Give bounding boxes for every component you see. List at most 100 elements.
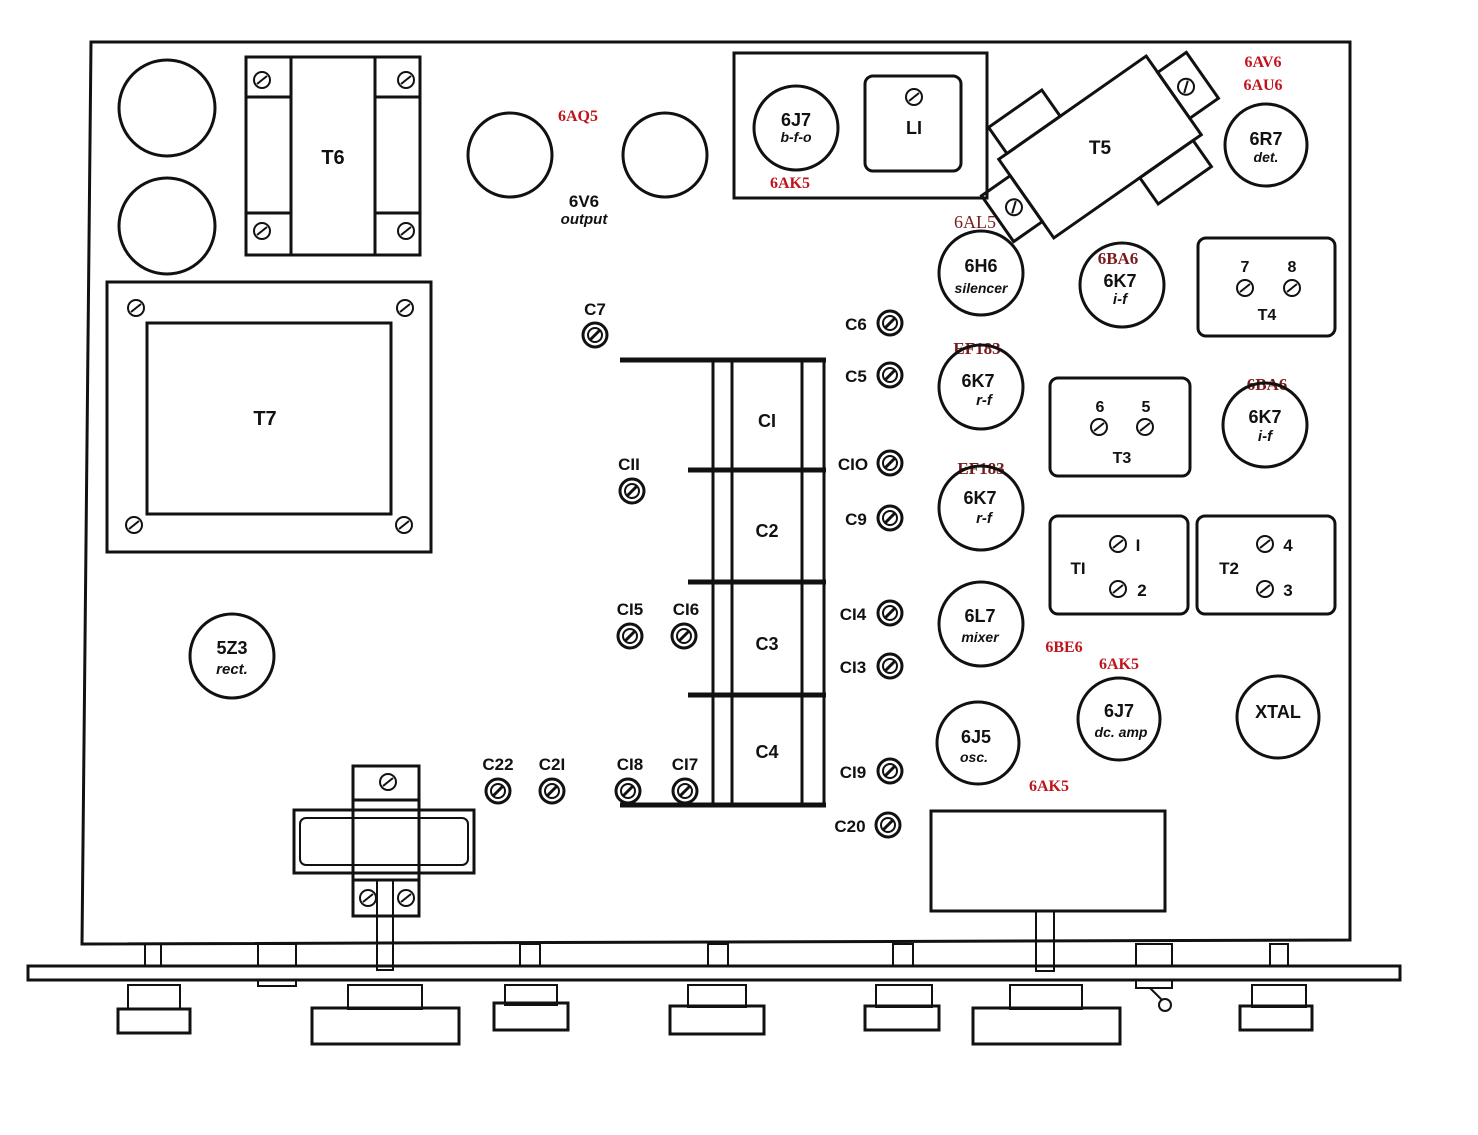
svg-text:r-f: r-f [976, 510, 994, 527]
svg-text:C22: C22 [482, 755, 513, 774]
trimmer-icon [538, 777, 566, 805]
replacement-label-6av6: 6AV6 [1244, 54, 1281, 71]
replacement-label-6au6: 6AU6 [1243, 77, 1282, 94]
svg-text:I: I [1136, 536, 1141, 555]
trimmer-c14[interactable]: CI4 [840, 599, 904, 627]
svg-text:C9: C9 [845, 510, 867, 529]
slug-icon [1109, 580, 1127, 598]
transformer-t3[interactable]: 6 5 T3 [1048, 376, 1192, 478]
tube-socket-6j7-dc-amp[interactable]: 6J7 dc. amp [1076, 676, 1162, 762]
tube-socket-6l7[interactable]: 6L7 mixer [937, 580, 1025, 668]
tube-socket-6k7-if-1[interactable]: 6K7 i-f [1078, 241, 1166, 329]
gang-capacitor[interactable]: CI C2 C3 C4 [620, 357, 826, 808]
svg-text:T4: T4 [1258, 307, 1277, 324]
svg-text:i-f: i-f [1113, 291, 1129, 308]
trimmer-c16[interactable]: CI6 [670, 600, 699, 650]
svg-text:XTAL: XTAL [1255, 702, 1301, 722]
tube-socket-6k7-rf-2[interactable]: 6K7 r-f [937, 464, 1025, 552]
svg-text:4: 4 [1283, 536, 1293, 555]
svg-text:CI4: CI4 [840, 605, 867, 624]
slug-icon [1109, 535, 1127, 553]
trimmer-icon [581, 321, 609, 349]
tube-socket-6v6-left[interactable] [466, 111, 554, 199]
transformer-t6[interactable]: T6 [244, 55, 422, 257]
tube-function-output: output [561, 211, 609, 228]
trimmer-c6[interactable]: C6 [845, 309, 904, 337]
svg-text:6H6: 6H6 [964, 256, 997, 276]
tube-socket-6j5[interactable]: 6J5 osc. [935, 700, 1021, 786]
transformer-t5[interactable]: T5 [952, 10, 1249, 284]
svg-text:CI9: CI9 [840, 763, 866, 782]
trimmer-c13[interactable]: CI3 [840, 652, 904, 680]
transformer-t4[interactable]: 7 8 T4 [1196, 236, 1337, 338]
screw-icon [359, 889, 377, 907]
screw-icon [379, 773, 397, 791]
screw-icon [905, 88, 923, 106]
knob-6[interactable] [971, 984, 1122, 1046]
tube-type-6v6: 6V6 [569, 192, 599, 211]
trimmer-c9[interactable]: C9 [845, 504, 904, 532]
knob-3[interactable] [492, 984, 570, 1032]
screw-icon [397, 889, 415, 907]
trimmer-icon [618, 477, 646, 505]
trimmer-c5[interactable]: C5 [845, 361, 904, 389]
trimmer-c20[interactable]: C20 [834, 811, 902, 839]
svg-text:i-f: i-f [1258, 428, 1274, 445]
transformer-t1[interactable]: TI I 2 [1048, 514, 1190, 616]
meter-housing[interactable] [929, 809, 1167, 972]
svg-text:CII: CII [618, 455, 640, 474]
svg-text:7: 7 [1241, 259, 1250, 276]
replacement-label-6al5: 6AL5 [954, 212, 996, 232]
svg-text:rect.: rect. [216, 661, 248, 678]
trimmer-icon [876, 309, 904, 337]
svg-text:CI5: CI5 [617, 600, 643, 619]
svg-text:6K7: 6K7 [963, 488, 996, 508]
coil-l1[interactable]: LI [863, 74, 963, 173]
trimmer-c22[interactable]: C22 [482, 755, 514, 805]
tube-socket-6k7-if-2[interactable]: 6K7 i-f [1221, 381, 1309, 469]
crystal-socket-xtal[interactable]: XTAL [1235, 674, 1321, 760]
svg-text:CI3: CI3 [840, 658, 866, 677]
trimmer-c21[interactable]: C2I [538, 755, 566, 805]
replacement-label-ef183-2: EF183 [957, 459, 1004, 478]
trimmer-c7[interactable]: C7 [581, 300, 609, 349]
tube-socket-6h6[interactable]: 6H6 silencer [937, 229, 1025, 317]
svg-text:r-f: r-f [976, 392, 994, 409]
svg-text:6J7: 6J7 [1104, 701, 1134, 721]
trimmer-c19[interactable]: CI9 [840, 757, 904, 785]
svg-text:6K7: 6K7 [1103, 271, 1136, 291]
trimmer-c18[interactable]: CI8 [614, 755, 643, 805]
trimmer-c15[interactable]: CI5 [616, 600, 644, 650]
knob-7[interactable] [1238, 984, 1314, 1032]
knob-5[interactable] [863, 984, 941, 1032]
trimmer-icon [670, 622, 698, 650]
tube-socket-6j7-bfo[interactable]: 6J7 b-f-o [752, 84, 840, 172]
trimmer-c10[interactable]: CIO [838, 449, 904, 477]
svg-text:3: 3 [1283, 581, 1292, 600]
trimmer-c11[interactable]: CII [618, 455, 646, 505]
toggle-switch[interactable] [1135, 979, 1173, 1012]
potentiometer-bracket-left[interactable] [292, 764, 476, 971]
trimmer-icon [876, 361, 904, 389]
tube-socket-6r7[interactable]: 6R7 det. [1223, 102, 1309, 188]
slug-icon [1283, 279, 1301, 297]
gang-section-c4: C4 [755, 742, 778, 762]
tube-socket-6k7-rf-1[interactable]: 6K7 r-f [937, 343, 1025, 431]
knob-1[interactable] [116, 984, 192, 1035]
svg-text:T5: T5 [1089, 138, 1112, 159]
tube-socket-6v6-right[interactable] [621, 111, 709, 199]
knob-2[interactable] [310, 984, 461, 1046]
svg-text:mixer: mixer [961, 629, 1000, 645]
mount-hole-lower [117, 176, 217, 276]
trimmer-icon [874, 811, 902, 839]
transformer-t7[interactable]: T7 [105, 280, 433, 554]
tube-socket-5z3[interactable]: 5Z3 rect. [188, 612, 276, 700]
trimmer-c17[interactable]: CI7 [671, 755, 699, 805]
knob-4[interactable] [668, 984, 766, 1036]
svg-text:6J5: 6J5 [961, 727, 991, 747]
transformer-t2[interactable]: T2 4 3 [1195, 514, 1337, 616]
svg-text:dc. amp: dc. amp [1095, 724, 1148, 740]
trimmer-icon [484, 777, 512, 805]
replacement-label-6ak5-bfo: 6AK5 [770, 175, 810, 192]
screw-icon [397, 71, 415, 89]
